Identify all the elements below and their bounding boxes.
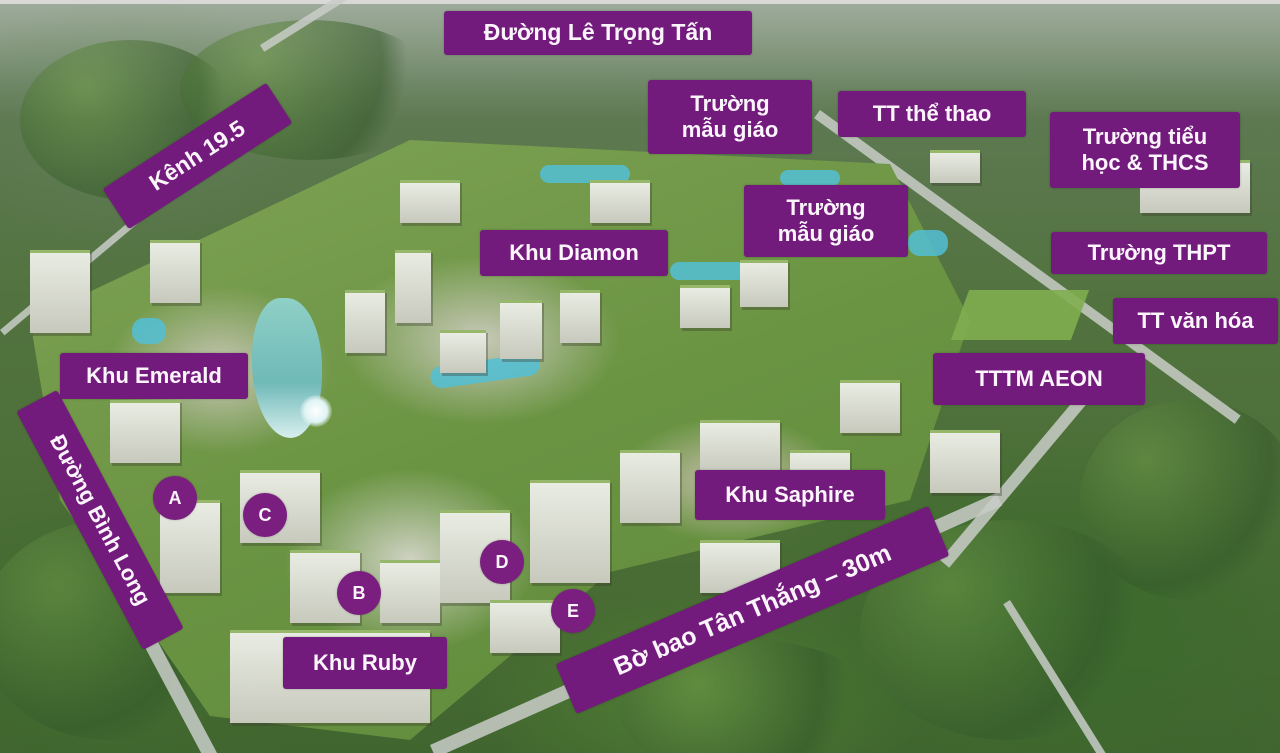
block-badge-b: B: [337, 571, 381, 615]
building: [395, 250, 431, 323]
zone-label-emerald: Khu Emerald: [60, 353, 248, 399]
amenity-label-aeon-mall: TTTM AEON: [933, 353, 1145, 405]
aeon-mall-roof: [950, 290, 1090, 340]
building: [150, 240, 200, 303]
forest-area: [1080, 400, 1280, 600]
building: [680, 285, 730, 328]
block-badge-text: A: [168, 487, 182, 508]
block-badge-text: E: [566, 600, 579, 621]
block-badge-text: C: [258, 504, 272, 525]
building: [590, 180, 650, 223]
amenity-label-primary-school: Trường tiểu học & THCS: [1050, 112, 1240, 188]
sports-building: [930, 150, 980, 183]
building: [700, 420, 780, 473]
amenity-label-line: mẫu giáo: [681, 117, 779, 142]
building: [440, 330, 486, 373]
block-badge-text: D: [495, 551, 509, 572]
zone-label-ruby: Khu Ruby: [283, 637, 447, 689]
zone-label-diamon: Khu Diamon: [480, 230, 668, 276]
amenity-label-culture-center: TT văn hóa: [1113, 298, 1278, 344]
building: [840, 380, 900, 433]
block-badge-a: A: [153, 476, 197, 520]
zone-label-text: Khu Saphire: [725, 481, 855, 507]
amenity-label-text: TT thể thao: [872, 100, 992, 126]
building: [620, 450, 680, 523]
pool: [540, 165, 630, 183]
amenity-label-line: học & THCS: [1081, 150, 1209, 175]
building: [380, 560, 440, 623]
road-label-le-trong-tan: Đường Lê Trọng Tấn: [444, 11, 752, 55]
building: [110, 400, 180, 463]
building: [530, 480, 610, 583]
pool: [780, 170, 840, 186]
block-badge-text: B: [352, 582, 366, 603]
amenity-label-line: Trường tiểu: [1082, 123, 1208, 149]
building: [490, 600, 560, 653]
top-border: [0, 0, 1280, 4]
block-badge-e: E: [551, 589, 595, 633]
pool: [132, 318, 166, 344]
zone-label-saphire: Khu Saphire: [695, 470, 885, 520]
amenity-label-text: TT văn hóa: [1137, 307, 1254, 333]
amenity-label-sports-center: TT thể thao: [838, 91, 1026, 137]
building: [30, 250, 90, 333]
building: [930, 430, 1000, 493]
amenity-label-line: mẫu giáo: [777, 221, 875, 246]
block-badge-c: C: [243, 493, 287, 537]
zone-label-text: Khu Emerald: [86, 362, 222, 388]
building: [740, 260, 788, 307]
pool: [670, 262, 760, 280]
zone-label-text: Khu Ruby: [313, 649, 417, 675]
building: [345, 290, 385, 353]
amenity-label-line: Trường: [690, 90, 770, 116]
building: [560, 290, 600, 343]
amenity-label-high-school: Trường THPT: [1051, 232, 1267, 274]
building: [500, 300, 542, 359]
building: [400, 180, 460, 223]
fountain: [300, 395, 332, 427]
amenity-label-text: Trường THPT: [1087, 239, 1231, 265]
amenity-label-kindergarten-north: Trường mẫu giáo: [648, 80, 812, 154]
zone-label-text: Khu Diamon: [509, 239, 639, 265]
amenity-label-text: TTTM AEON: [975, 365, 1103, 391]
amenity-label-kindergarten-east: Trường mẫu giáo: [744, 185, 908, 257]
amenity-label-line: Trường: [786, 194, 866, 220]
block-badge-d: D: [480, 540, 524, 584]
pool: [908, 230, 948, 256]
road-label-text: Đường Lê Trọng Tấn: [483, 19, 713, 46]
